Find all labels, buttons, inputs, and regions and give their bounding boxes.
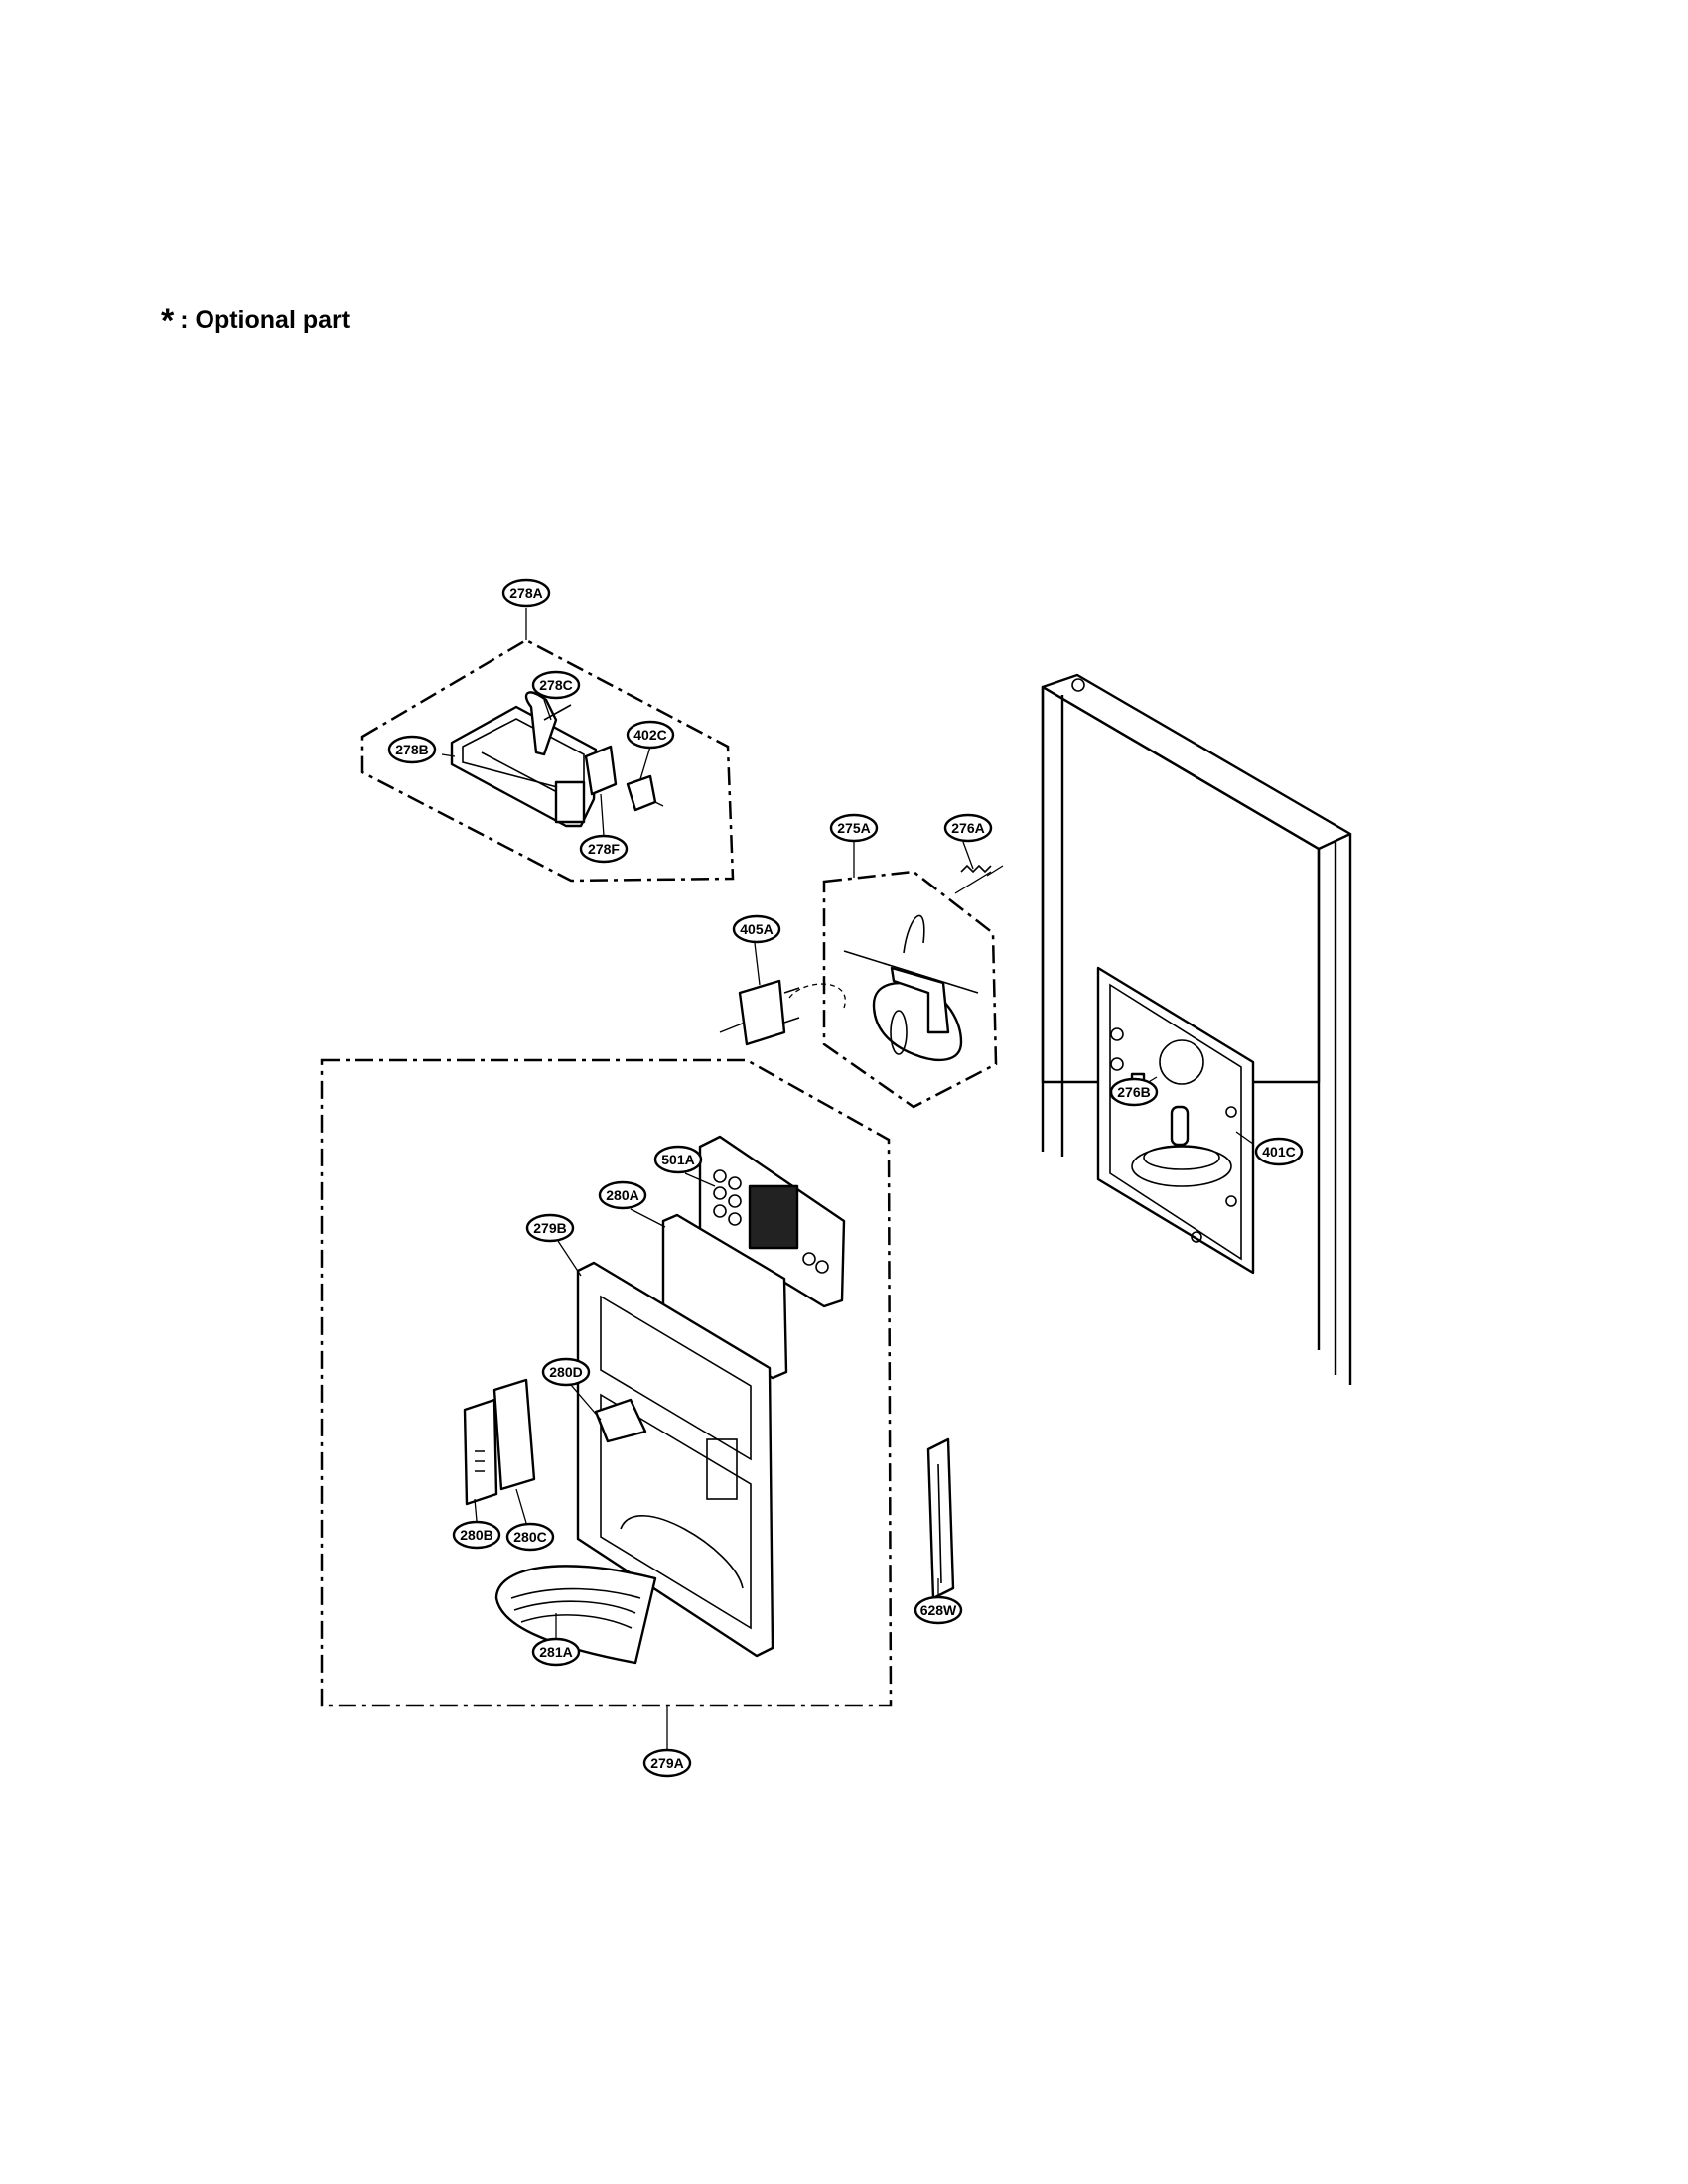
part-281A-drip-tray <box>494 1565 657 1665</box>
part-276A-spring <box>954 864 1004 894</box>
svg-text:628W: 628W <box>920 1602 957 1618</box>
svg-text:280B: 280B <box>460 1527 492 1543</box>
callout-278F: 278F <box>579 834 629 864</box>
part-279B-frame <box>576 1261 774 1658</box>
svg-text:276A: 276A <box>951 820 984 836</box>
part-405A-switch <box>719 979 846 1046</box>
callout-278A: 278A <box>501 578 551 608</box>
optional-part-legend: *: Optional part <box>161 302 350 341</box>
svg-text:278B: 278B <box>395 742 428 757</box>
svg-text:280A: 280A <box>606 1187 638 1203</box>
part-278B-housing <box>450 705 598 828</box>
door-panel <box>1041 673 1352 1385</box>
svg-text:276B: 276B <box>1117 1084 1150 1100</box>
callout-280A: 280A <box>598 1180 647 1210</box>
callout-276A: 276A <box>943 813 993 843</box>
svg-text:278F: 278F <box>588 841 620 857</box>
assembly-outline-278A <box>360 638 735 883</box>
svg-text:401C: 401C <box>1262 1144 1295 1160</box>
callout-401C: 401C <box>1254 1137 1304 1166</box>
svg-text:278A: 278A <box>509 585 542 601</box>
callout-279A: 279A <box>642 1748 692 1778</box>
part-501A-pcb <box>698 1135 846 1308</box>
part-278C-lever <box>524 691 572 756</box>
part-402C-switch <box>626 774 664 812</box>
assembly-outline-275A <box>822 870 998 1109</box>
svg-text:279B: 279B <box>533 1220 566 1236</box>
callout-281A: 281A <box>531 1637 581 1667</box>
legend-text: : Optional part <box>180 306 351 334</box>
callout-280C: 280C <box>505 1522 555 1552</box>
leader-lines <box>441 608 1254 1749</box>
callout-276B: 276B <box>1109 1077 1159 1107</box>
svg-text:281A: 281A <box>539 1644 572 1660</box>
svg-text:501A: 501A <box>661 1152 694 1167</box>
svg-text:405A: 405A <box>740 921 773 937</box>
callout-275A: 275A <box>829 813 879 843</box>
callout-501A: 501A <box>653 1145 703 1174</box>
callout-279B: 279B <box>525 1213 575 1243</box>
svg-text:280C: 280C <box>513 1529 546 1545</box>
svg-text:275A: 275A <box>837 820 870 836</box>
assembly-outline-279A <box>320 1058 893 1707</box>
part-278F-plate <box>584 745 618 796</box>
part-275A-solenoid <box>843 914 979 1061</box>
part-628W-handle <box>926 1437 955 1600</box>
svg-text:279A: 279A <box>650 1755 683 1771</box>
part-280B-cover <box>463 1398 498 1506</box>
callout-628W: 628W <box>914 1595 963 1625</box>
svg-text:280D: 280D <box>549 1364 582 1380</box>
callout-405A: 405A <box>732 914 781 944</box>
callout-280D: 280D <box>541 1357 591 1387</box>
svg-text:278C: 278C <box>539 677 572 693</box>
svg-text:402C: 402C <box>633 727 666 743</box>
callout-402C: 402C <box>626 720 675 750</box>
callout-278B: 278B <box>387 735 437 764</box>
callout-280B: 280B <box>452 1520 501 1550</box>
callout-278C: 278C <box>531 670 581 700</box>
door-dispenser-recess <box>1096 966 1255 1275</box>
legend-asterisk: * <box>161 302 175 340</box>
part-280C-bracket <box>492 1378 536 1491</box>
